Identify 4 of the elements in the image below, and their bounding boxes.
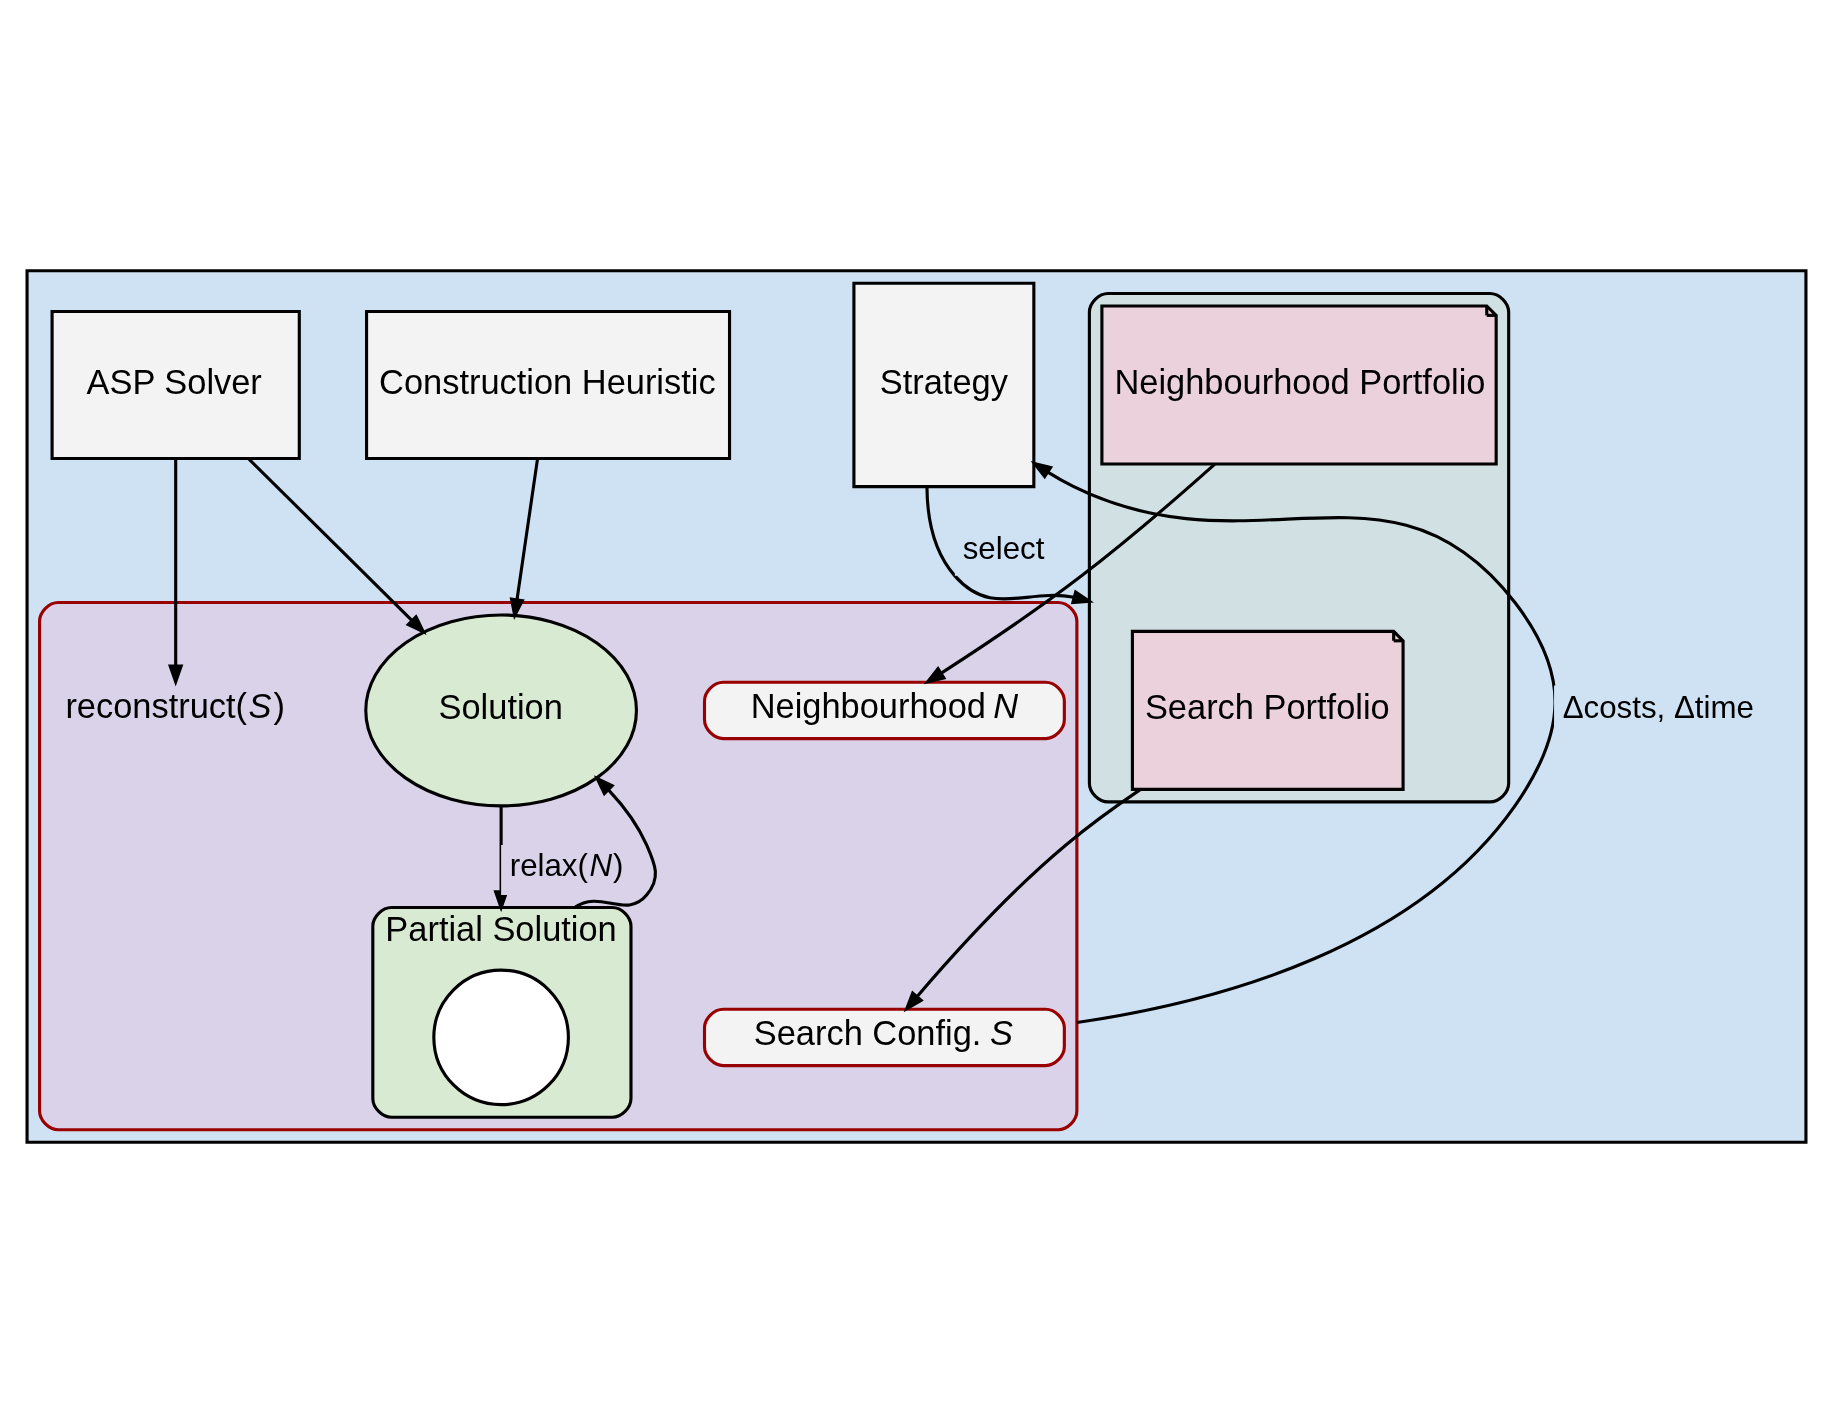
edge-label: select xyxy=(962,530,1045,566)
edge-label: Δcosts, Δtime xyxy=(1562,689,1754,725)
edge-label: relax(N) xyxy=(509,847,624,883)
node-text: reconstruct(S) xyxy=(65,686,285,725)
